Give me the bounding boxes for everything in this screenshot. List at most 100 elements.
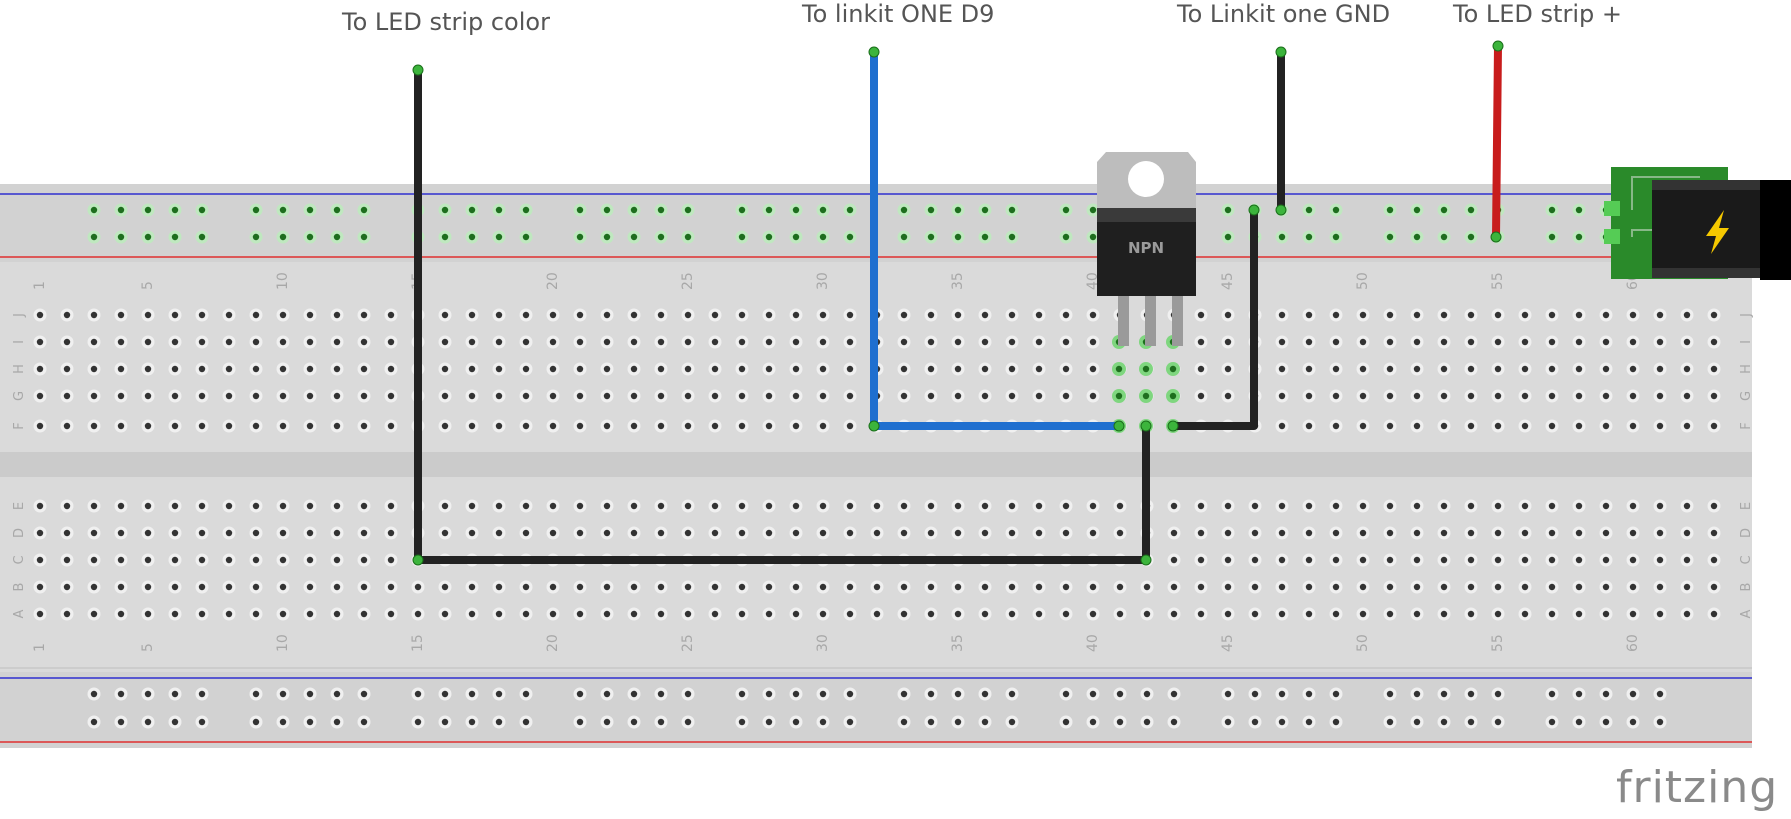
breadboard-hole[interactable] <box>1356 526 1370 540</box>
breadboard-hole[interactable] <box>546 526 560 540</box>
breadboard-hole[interactable] <box>1599 499 1613 513</box>
breadboard-hole[interactable] <box>1707 607 1721 621</box>
breadboard-hole[interactable] <box>681 499 695 513</box>
breadboard-hole[interactable] <box>1545 419 1559 433</box>
breadboard-hole[interactable] <box>141 308 155 322</box>
rail-hole[interactable] <box>87 687 101 701</box>
breadboard-hole[interactable] <box>627 526 641 540</box>
breadboard-hole[interactable] <box>87 553 101 567</box>
breadboard-hole[interactable] <box>1383 389 1397 403</box>
breadboard-hole[interactable] <box>1626 362 1640 376</box>
rail-hole[interactable] <box>1005 203 1019 217</box>
breadboard-hole[interactable] <box>924 362 938 376</box>
rail-hole[interactable] <box>1545 687 1559 701</box>
breadboard-hole[interactable] <box>924 389 938 403</box>
breadboard-hole[interactable] <box>1437 526 1451 540</box>
breadboard-hole[interactable] <box>1356 308 1370 322</box>
breadboard-hole[interactable] <box>789 607 803 621</box>
rail-hole[interactable] <box>195 687 209 701</box>
breadboard-hole[interactable] <box>303 419 317 433</box>
breadboard-hole[interactable] <box>1680 499 1694 513</box>
breadboard-hole[interactable] <box>1518 362 1532 376</box>
rail-hole[interactable] <box>1275 230 1289 244</box>
breadboard-hole[interactable] <box>1572 607 1586 621</box>
breadboard-hole[interactable] <box>762 308 776 322</box>
breadboard-hole[interactable] <box>195 553 209 567</box>
rail-hole[interactable] <box>681 715 695 729</box>
breadboard-hole[interactable] <box>168 499 182 513</box>
breadboard-hole[interactable] <box>1626 308 1640 322</box>
rail-hole[interactable] <box>762 715 776 729</box>
breadboard-hole[interactable] <box>816 335 830 349</box>
breadboard-hole[interactable] <box>1086 607 1100 621</box>
breadboard-hole[interactable] <box>438 499 452 513</box>
breadboard-hole[interactable] <box>735 308 749 322</box>
rail-hole[interactable] <box>897 203 911 217</box>
rail-hole[interactable] <box>1221 687 1235 701</box>
breadboard-hole[interactable] <box>789 580 803 594</box>
breadboard-hole[interactable] <box>816 419 830 433</box>
breadboard-hole[interactable] <box>519 607 533 621</box>
breadboard-hole[interactable] <box>1329 580 1343 594</box>
breadboard-hole[interactable] <box>1167 553 1181 567</box>
breadboard-hole[interactable] <box>1383 526 1397 540</box>
breadboard-hole[interactable] <box>789 526 803 540</box>
breadboard-hole[interactable] <box>1221 362 1235 376</box>
breadboard-hole[interactable] <box>600 362 614 376</box>
rail-hole[interactable] <box>114 230 128 244</box>
rail-hole[interactable] <box>195 715 209 729</box>
breadboard-hole[interactable] <box>1194 580 1208 594</box>
breadboard-hole[interactable] <box>573 607 587 621</box>
breadboard-hole[interactable] <box>978 526 992 540</box>
rail-hole[interactable] <box>1059 230 1073 244</box>
breadboard-hole[interactable] <box>1356 499 1370 513</box>
breadboard-hole[interactable] <box>1113 607 1127 621</box>
breadboard-hole[interactable] <box>1329 419 1343 433</box>
breadboard-hole[interactable] <box>195 362 209 376</box>
breadboard-hole[interactable] <box>1491 419 1505 433</box>
breadboard-hole[interactable] <box>1572 499 1586 513</box>
rail-hole[interactable] <box>492 203 506 217</box>
rail-hole[interactable] <box>87 715 101 729</box>
breadboard-hole[interactable] <box>627 308 641 322</box>
breadboard-hole[interactable] <box>1437 607 1451 621</box>
breadboard-hole[interactable] <box>357 526 371 540</box>
breadboard-hole[interactable] <box>33 499 47 513</box>
breadboard-hole[interactable] <box>195 499 209 513</box>
breadboard-hole[interactable] <box>681 308 695 322</box>
breadboard-hole[interactable] <box>465 389 479 403</box>
breadboard-hole[interactable] <box>951 526 965 540</box>
breadboard-hole[interactable] <box>1032 335 1046 349</box>
breadboard-hole[interactable] <box>1491 526 1505 540</box>
rail-hole[interactable] <box>465 203 479 217</box>
breadboard-hole[interactable] <box>924 499 938 513</box>
rail-hole[interactable] <box>1005 715 1019 729</box>
breadboard-hole[interactable] <box>87 580 101 594</box>
breadboard-hole[interactable] <box>168 308 182 322</box>
breadboard-hole[interactable] <box>222 389 236 403</box>
rail-hole[interactable] <box>1545 715 1559 729</box>
rail-hole[interactable] <box>951 715 965 729</box>
breadboard-hole[interactable] <box>708 308 722 322</box>
breadboard-hole[interactable] <box>222 308 236 322</box>
rail-hole[interactable] <box>924 715 938 729</box>
rail-hole[interactable] <box>1437 715 1451 729</box>
breadboard-hole[interactable] <box>654 362 668 376</box>
breadboard-hole[interactable] <box>951 308 965 322</box>
breadboard-hole[interactable] <box>924 308 938 322</box>
breadboard-hole[interactable] <box>1464 389 1478 403</box>
rail-hole[interactable] <box>249 203 263 217</box>
breadboard-hole[interactable] <box>87 499 101 513</box>
breadboard-hole[interactable] <box>1275 362 1289 376</box>
breadboard-hole[interactable] <box>1599 389 1613 403</box>
breadboard-hole[interactable] <box>1221 335 1235 349</box>
breadboard-hole[interactable] <box>1383 335 1397 349</box>
breadboard-hole[interactable] <box>1545 308 1559 322</box>
rail-hole[interactable] <box>573 203 587 217</box>
rail-hole[interactable] <box>762 230 776 244</box>
rail-hole[interactable] <box>141 230 155 244</box>
rail-hole[interactable] <box>681 230 695 244</box>
rail-hole[interactable] <box>1437 687 1451 701</box>
breadboard-hole[interactable] <box>141 419 155 433</box>
rail-hole[interactable] <box>1059 687 1073 701</box>
